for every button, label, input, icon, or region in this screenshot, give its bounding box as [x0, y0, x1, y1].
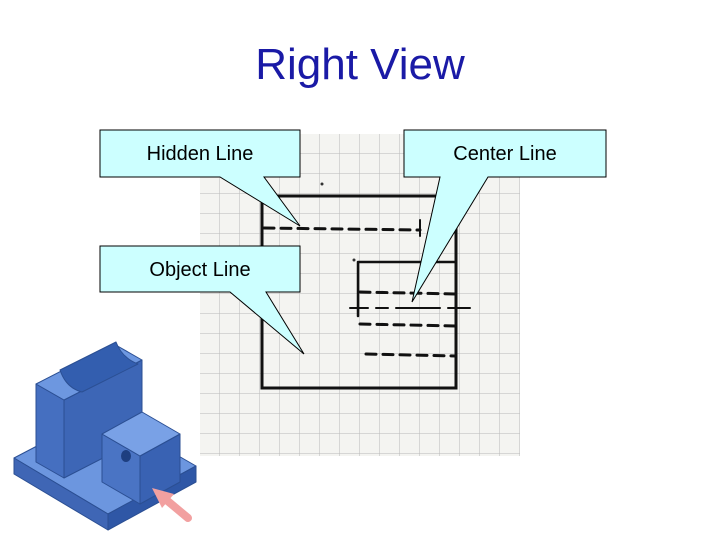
- hidden-lines: [262, 226, 458, 358]
- right-view-drawing: [260, 182, 471, 390]
- callout-center-line: Center Line: [403, 129, 607, 303]
- callout-hidden-line-label: Hidden Line: [147, 143, 254, 165]
- callout-object-line: Object Line: [99, 245, 305, 355]
- isometric-part-icon: [13, 341, 197, 531]
- callout-hidden-line: Hidden Line: [99, 129, 301, 227]
- slide-title: Right View: [255, 40, 465, 89]
- callout-center-line-label: Center Line: [453, 143, 556, 165]
- object-line-outline: [260, 194, 458, 390]
- callout-object-line-label: Object Line: [149, 259, 250, 281]
- view-direction-arrow-icon: [152, 488, 192, 522]
